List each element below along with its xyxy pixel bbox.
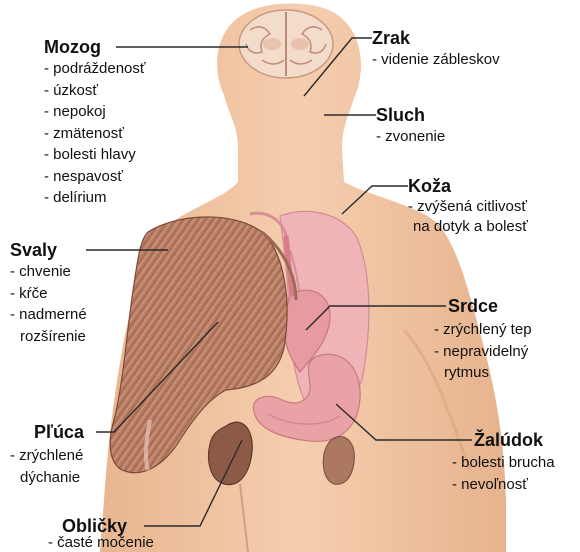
label-mozog-title: Mozog <box>44 36 146 58</box>
label-srdce-list: - zrýchlený tep - nepravidelný rytmus <box>434 319 532 384</box>
label-zaludok: Žalúdok <box>474 429 543 451</box>
label-pluca-items: - zrýchlené dýchanie <box>10 445 83 488</box>
label-srdce-items: - zrýchlený tep - nepravidelný rytmus <box>434 319 532 384</box>
symptom-item: - zmätenosť <box>44 123 146 145</box>
symptom-item: - zrýchlený tep <box>434 319 532 341</box>
symptom-item: - nespavosť <box>44 166 146 188</box>
label-svaly-title: Svaly <box>10 239 87 261</box>
symptom-item: - časté močenie <box>48 535 154 551</box>
label-srdce: Srdce <box>448 295 498 317</box>
symptom-item: - úzkosť <box>44 80 146 102</box>
label-mozog-items: - podráždenosť - úzkosť - nepokoj - zmät… <box>44 58 146 209</box>
symptom-item: - chvenie <box>10 261 87 283</box>
symptom-item: - bolesti hlavy <box>44 144 146 166</box>
label-sluch: Sluch - zvonenie <box>376 104 445 148</box>
label-oblicky-items: - časté močenie <box>48 535 154 551</box>
label-mozog: Mozog - podráždenosť - úzkosť - nepokoj … <box>44 36 146 209</box>
label-pluca: Pľúca <box>34 421 84 443</box>
symptom-item: - nevoľnosť <box>452 474 555 496</box>
label-zrak-items: - videnie zábleskov <box>372 49 500 71</box>
label-koza: Koža - zvýšená citlivosť na dotyk a bole… <box>408 175 528 237</box>
symptom-item: - nepravidelný <box>434 341 532 363</box>
label-sluch-items: - zvonenie <box>376 126 445 148</box>
label-zrak: Zrak - videnie zábleskov <box>372 27 500 71</box>
symptom-item: rozšírenie <box>10 326 87 348</box>
brain <box>239 10 333 78</box>
label-zaludok-list: - bolesti brucha - nevoľnosť <box>452 452 555 495</box>
label-zaludok-items: - bolesti brucha - nevoľnosť <box>452 452 555 495</box>
symptom-item: - zrýchlené <box>10 445 83 467</box>
symptom-item: - zvýšená citlivosť <box>408 197 528 217</box>
label-zaludok-title: Žalúdok <box>474 429 543 451</box>
symptom-item: - zvonenie <box>376 126 445 148</box>
symptom-item: dýchanie <box>10 467 83 489</box>
symptom-item: - nepokoj <box>44 101 146 123</box>
symptom-item: - videnie zábleskov <box>372 49 500 71</box>
symptom-item: - kŕče <box>10 283 87 305</box>
symptom-item: - delírium <box>44 187 146 209</box>
label-zrak-title: Zrak <box>372 27 500 49</box>
symptom-item: rytmus <box>434 362 532 384</box>
label-pluca-list: - zrýchlené dýchanie <box>10 445 83 488</box>
label-koza-items: - zvýšená citlivosť na dotyk a bolesť <box>408 197 528 237</box>
symptom-item: - nadmerné <box>10 304 87 326</box>
label-oblicky-list: - časté močenie <box>48 535 154 551</box>
symptom-item: - podráždenosť <box>44 58 146 80</box>
label-svaly-items: - chvenie - kŕče - nadmerné rozšírenie <box>10 261 87 347</box>
label-koza-title: Koža <box>408 175 528 197</box>
label-pluca-title: Pľúca <box>34 421 84 443</box>
label-sluch-title: Sluch <box>376 104 445 126</box>
symptom-item: na dotyk a bolesť <box>408 217 528 237</box>
label-svaly: Svaly - chvenie - kŕče - nadmerné rozšír… <box>10 239 87 347</box>
label-srdce-title: Srdce <box>448 295 498 317</box>
symptom-item: - bolesti brucha <box>452 452 555 474</box>
